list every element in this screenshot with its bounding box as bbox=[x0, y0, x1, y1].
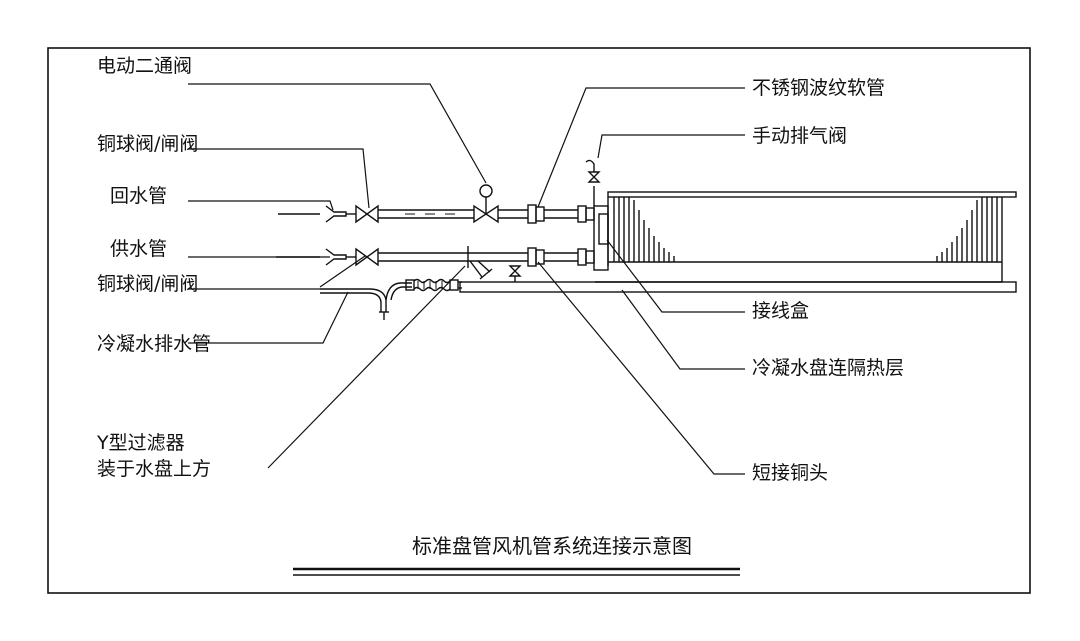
return-ball-valve bbox=[355, 204, 379, 224]
manual-air-vent-symbol bbox=[585, 159, 601, 206]
label-condensate-drain-pipe: 冷凝水排水管 bbox=[97, 333, 212, 355]
label-stainless-bellows-hose: 不锈钢波纹软管 bbox=[752, 77, 886, 99]
supply-ball-valve bbox=[355, 247, 379, 267]
fan-coil-unit bbox=[459, 191, 1017, 293]
label-manual-air-vent: 手动排气阀 bbox=[752, 125, 848, 147]
label-y-strainer: Y型过滤器 装于水盘上方 bbox=[97, 432, 212, 480]
coil-fins-right bbox=[936, 197, 998, 262]
leader-lines bbox=[188, 83, 745, 475]
label-short-copper-fitting: 短接铜头 bbox=[752, 462, 829, 484]
return-water-pipe-line bbox=[278, 184, 595, 224]
drawing-frame bbox=[47, 47, 1031, 594]
condensate-drain-piping bbox=[320, 278, 462, 320]
label-supply-water-pipe: 供水管 bbox=[110, 238, 168, 260]
coil-fins-left bbox=[613, 197, 675, 262]
label-copper-ball-valve-bottom: 铜球阀/闸阀 bbox=[97, 273, 199, 295]
label-copper-ball-valve-top: 铜球阀/闸阀 bbox=[97, 133, 199, 155]
drain-valve-symbol bbox=[508, 265, 522, 277]
electric-two-way-valve-symbol bbox=[473, 204, 499, 224]
y-strainer-symbol bbox=[467, 246, 493, 280]
label-return-water-pipe: 回水管 bbox=[110, 185, 168, 207]
drain-pan bbox=[459, 281, 1017, 293]
supply-water-pipe-line bbox=[276, 246, 595, 282]
junction-box-symbol bbox=[593, 205, 609, 271]
label-drain-pan-insulation: 冷凝水盘连隔热层 bbox=[752, 357, 905, 379]
diagram-title: 标准盘管风机管系统连接示意图 bbox=[412, 534, 692, 558]
label-electric-two-way-valve: 电动二通阀 bbox=[97, 55, 193, 77]
label-junction-box: 接线盒 bbox=[752, 300, 810, 322]
